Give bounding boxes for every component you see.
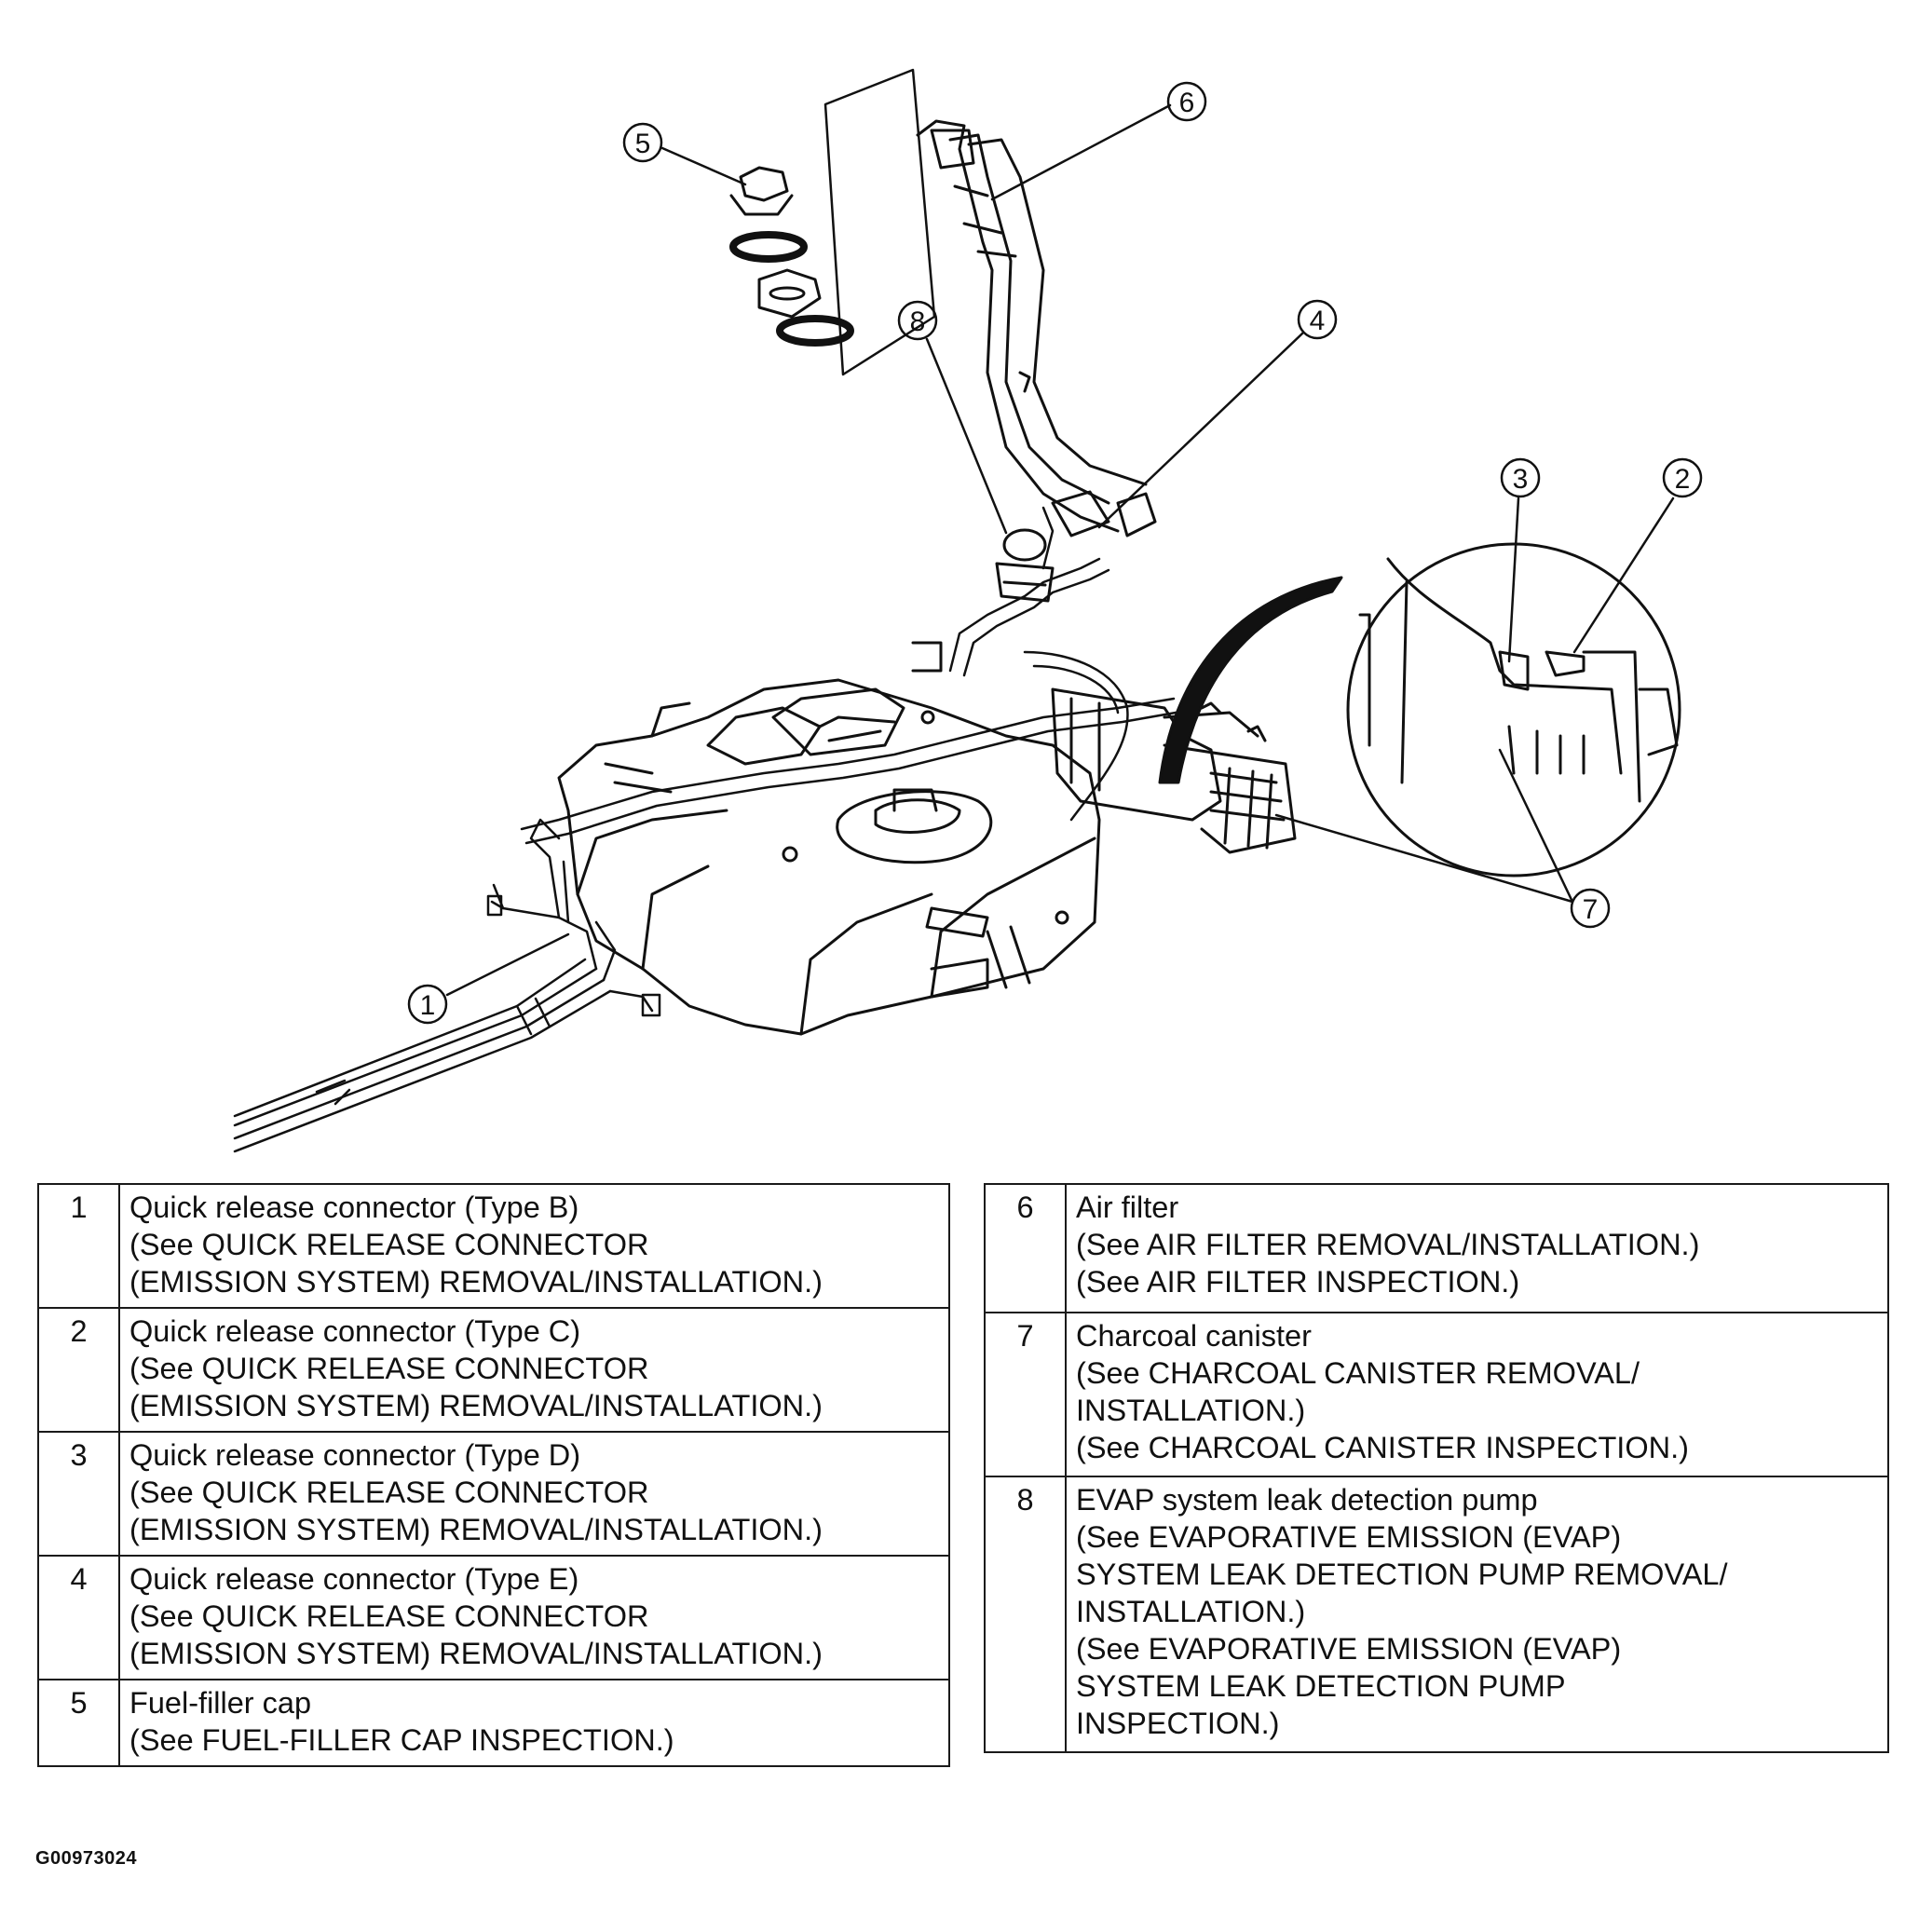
legend-description: EVAP system leak detection pump (See EVA… xyxy=(1065,1476,1889,1753)
legend-line: SYSTEM LEAK DETECTION PUMP xyxy=(1076,1669,1566,1703)
legend-line: (See FUEL-FILLER CAP INSPECTION.) xyxy=(129,1723,674,1757)
legend-description: Charcoal canister (See CHARCOAL CANISTER… xyxy=(1065,1312,1889,1477)
legend-number: 7 xyxy=(984,1312,1067,1477)
fuel-system-illustration: 1 2 3 4 5 6 7 8 xyxy=(233,68,1703,1153)
legend-line: Quick release connector (Type E) xyxy=(129,1562,579,1596)
leader-2 xyxy=(1572,497,1675,654)
legend-row: 3 Quick release connector (Type D) (See … xyxy=(37,1431,950,1557)
legend-description: Quick release connector (Type B) (See QU… xyxy=(118,1183,950,1309)
legend-line: INSTALLATION.) xyxy=(1076,1394,1306,1427)
legend-line: (See EVAPORATIVE EMISSION (EVAP) xyxy=(1076,1632,1622,1666)
legend-number: 1 xyxy=(37,1183,120,1309)
cap-frame xyxy=(823,68,936,376)
svg-text:1: 1 xyxy=(420,990,436,1021)
legend-line: Quick release connector (Type C) xyxy=(129,1314,581,1348)
legend-description: Quick release connector (Type E) (See QU… xyxy=(118,1555,950,1680)
fuel-filler-cap xyxy=(729,166,854,347)
svg-text:3: 3 xyxy=(1513,464,1529,495)
legend-row: 5 Fuel-filler cap (See FUEL-FILLER CAP I… xyxy=(37,1679,950,1767)
legend-line: SYSTEM LEAK DETECTION PUMP REMOVAL/ xyxy=(1076,1558,1728,1591)
legend-line: (EMISSION SYSTEM) REMOVAL/INSTALLATION.) xyxy=(129,1389,823,1422)
legend-line: (See CHARCOAL CANISTER REMOVAL/ xyxy=(1076,1356,1640,1390)
legend-number: 6 xyxy=(984,1183,1067,1313)
callout-8: 8 xyxy=(897,300,938,341)
legend-line: Air filter xyxy=(1076,1190,1179,1224)
fuel-tank xyxy=(557,641,1101,1036)
legend-description: Quick release connector (Type D) (See QU… xyxy=(118,1431,950,1557)
callout-2: 2 xyxy=(1662,457,1703,498)
callout-7: 7 xyxy=(1570,888,1611,929)
legend-row: 7 Charcoal canister (See CHARCOAL CANIST… xyxy=(984,1312,1889,1477)
leader-8 xyxy=(925,337,1008,535)
svg-text:2: 2 xyxy=(1675,464,1691,495)
svg-text:6: 6 xyxy=(1179,88,1195,118)
legend-table-left: 1 Quick release connector (Type B) (See … xyxy=(37,1183,950,1767)
evap-leak-detection-pump xyxy=(995,528,1055,603)
leader-1 xyxy=(445,932,570,997)
filler-pipe xyxy=(916,119,1157,537)
charcoal-canister xyxy=(1051,687,1297,854)
legend-line: (See QUICK RELEASE CONNECTOR xyxy=(129,1599,649,1633)
legend-line: (See CHARCOAL CANISTER INSPECTION.) xyxy=(1076,1431,1689,1464)
legend-table-right: 6 Air filter (See AIR FILTER REMOVAL/INS… xyxy=(984,1183,1889,1753)
legend-line: (See QUICK RELEASE CONNECTOR xyxy=(129,1352,649,1385)
legend-line: (See QUICK RELEASE CONNECTOR xyxy=(129,1476,649,1509)
callout-6: 6 xyxy=(1166,81,1207,122)
legend-line: INSPECTION.) xyxy=(1076,1707,1280,1740)
legend-line: (EMISSION SYSTEM) REMOVAL/INSTALLATION.) xyxy=(129,1265,823,1299)
leader-3 xyxy=(1507,497,1520,663)
legend-line: (See AIR FILTER REMOVAL/INSTALLATION.) xyxy=(1076,1228,1700,1261)
leader-lines xyxy=(445,103,1675,997)
callout-4: 4 xyxy=(1297,299,1338,340)
legend-row: 8 EVAP system leak detection pump (See E… xyxy=(984,1476,1889,1753)
legend-row: 1 Quick release connector (Type B) (See … xyxy=(37,1183,950,1309)
leader-7a xyxy=(1274,813,1574,904)
svg-text:4: 4 xyxy=(1310,306,1326,336)
legend-line: (See EVAPORATIVE EMISSION (EVAP) xyxy=(1076,1520,1622,1554)
legend-line: Quick release connector (Type D) xyxy=(129,1438,581,1472)
legend-line: EVAP system leak detection pump xyxy=(1076,1483,1538,1517)
legend-line: INSTALLATION.) xyxy=(1076,1595,1306,1628)
legend-line: (See AIR FILTER INSPECTION.) xyxy=(1076,1265,1520,1299)
legend-number: 5 xyxy=(37,1679,120,1767)
legend-row: 6 Air filter (See AIR FILTER REMOVAL/INS… xyxy=(984,1183,1889,1313)
callout-3: 3 xyxy=(1500,457,1541,498)
legend-description: Fuel-filler cap (See FUEL-FILLER CAP INS… xyxy=(118,1679,950,1767)
figure-id: G00973024 xyxy=(35,1848,138,1869)
legend-line: (See QUICK RELEASE CONNECTOR xyxy=(129,1228,649,1261)
svg-text:5: 5 xyxy=(635,129,651,159)
callout-1: 1 xyxy=(407,984,448,1025)
legend-number: 4 xyxy=(37,1555,120,1680)
leader-5 xyxy=(660,146,747,186)
legend-line: (EMISSION SYSTEM) REMOVAL/INSTALLATION.) xyxy=(129,1513,823,1546)
detail-view xyxy=(1158,542,1681,878)
legend-number: 8 xyxy=(984,1476,1067,1753)
legend-number: 2 xyxy=(37,1307,120,1433)
leader-6 xyxy=(990,103,1172,201)
legend-row: 2 Quick release connector (Type C) (See … xyxy=(37,1307,950,1433)
leader-4 xyxy=(1097,332,1304,529)
fuel-lines xyxy=(233,818,661,1153)
leader-7b xyxy=(1498,748,1574,904)
legend-line: Charcoal canister xyxy=(1076,1319,1312,1353)
legend-line: Fuel-filler cap xyxy=(129,1686,312,1720)
legend-description: Air filter (See AIR FILTER REMOVAL/INSTA… xyxy=(1065,1183,1889,1313)
legend-description: Quick release connector (Type C) (See QU… xyxy=(118,1307,950,1433)
legend-row: 4 Quick release connector (Type E) (See … xyxy=(37,1555,950,1680)
legend-number: 3 xyxy=(37,1431,120,1557)
legend-line: Quick release connector (Type B) xyxy=(129,1190,579,1224)
vapor-lines xyxy=(520,506,1177,845)
svg-text:8: 8 xyxy=(910,306,926,337)
legend-line: (EMISSION SYSTEM) REMOVAL/INSTALLATION.) xyxy=(129,1637,823,1670)
callout-5: 5 xyxy=(622,122,663,163)
svg-text:7: 7 xyxy=(1583,894,1599,925)
